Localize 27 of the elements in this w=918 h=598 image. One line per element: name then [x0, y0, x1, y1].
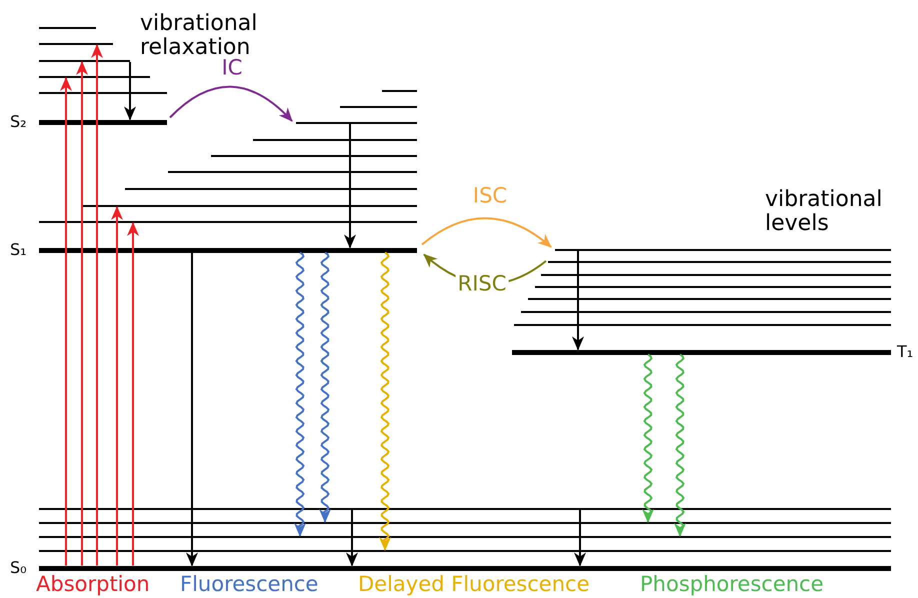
state-label: S₁: [10, 241, 27, 259]
curved-arrow: [421, 217, 552, 248]
state-label: S₂: [10, 113, 27, 131]
state-label: S₀: [10, 559, 27, 577]
arrow: [346, 510, 358, 566]
arrow: [344, 124, 356, 248]
arrow: [127, 222, 139, 566]
wavy-arrow: [674, 354, 686, 537]
legend-text: Fluorescence: [180, 573, 320, 596]
wavy-arrow: [379, 252, 391, 551]
arrow: [111, 206, 123, 566]
arrow: [76, 61, 88, 566]
annotation-text: vibrational levels: [765, 188, 884, 236]
wavy-arrow: [319, 252, 331, 523]
arrow: [572, 251, 584, 350]
state-label: T₁: [897, 343, 914, 361]
curved-arrow: [169, 86, 293, 122]
legend-text: Delayed Fluorescence: [358, 573, 590, 596]
wavy-arrow: [294, 252, 306, 537]
arrow: [574, 510, 586, 566]
arrow: [60, 77, 72, 566]
arrow: [186, 252, 198, 566]
arrow: [91, 44, 103, 566]
legend-text: Absorption: [36, 573, 151, 596]
wavy-arrow: [642, 354, 654, 523]
legend-text: Phosphorescence: [640, 573, 825, 596]
arrow: [124, 62, 136, 120]
